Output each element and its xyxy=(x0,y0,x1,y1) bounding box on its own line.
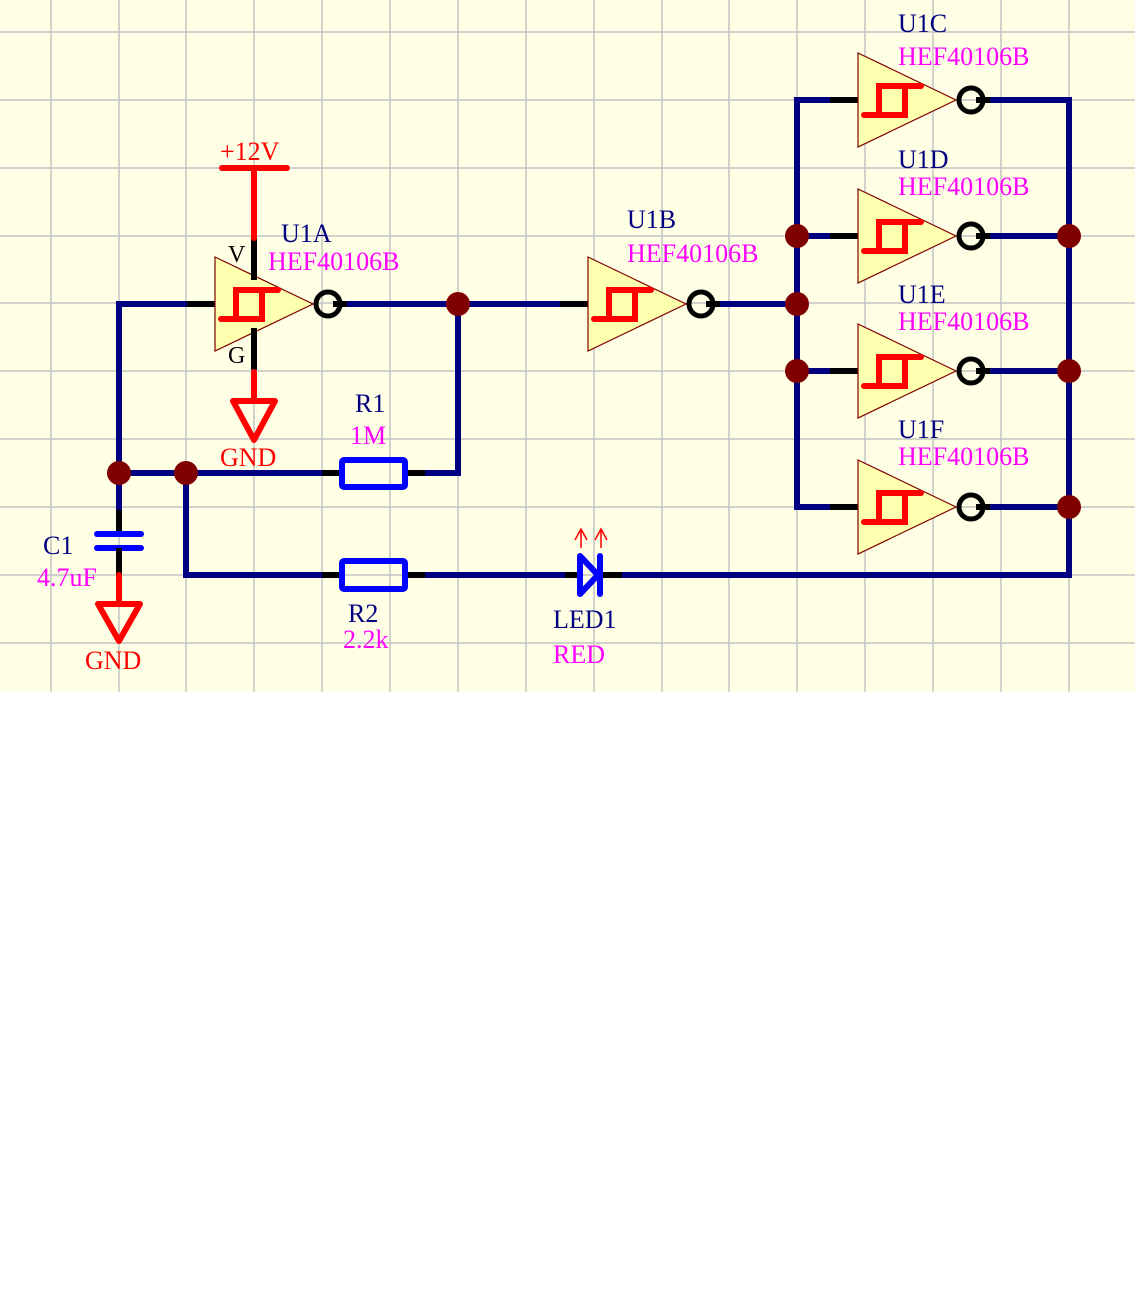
led-led1[interactable]: LED1 RED xyxy=(553,527,622,669)
junction-dot xyxy=(1057,359,1081,383)
power-port-12v[interactable]: +12V xyxy=(219,137,290,241)
led1-designator: LED1 xyxy=(553,605,617,634)
schmitt-trigger-icon xyxy=(218,287,281,322)
gate-part-number: HEF40106B xyxy=(898,307,1029,336)
c1-value: 4.7uF xyxy=(37,563,97,592)
junction-dot xyxy=(785,292,809,316)
wire-u1a-input xyxy=(116,301,196,476)
gate-designator: U1D xyxy=(898,145,949,174)
wire-r1-right xyxy=(422,301,461,476)
resistor-body xyxy=(339,457,408,490)
gate-designator: U1C xyxy=(898,9,947,38)
r1-designator: R1 xyxy=(355,389,385,418)
r2-value: 2.2k xyxy=(343,625,389,654)
schmitt-trigger-icon xyxy=(606,287,638,322)
grid xyxy=(0,0,1135,692)
inversion-bubble xyxy=(956,221,986,251)
schmitt-trigger-icon xyxy=(876,83,908,118)
gate-part-number: HEF40106B xyxy=(898,172,1029,201)
gate-part-number: HEF40106B xyxy=(627,239,758,268)
schmitt-trigger-icon xyxy=(861,354,924,389)
gate-part-number: HEF40106B xyxy=(898,442,1029,471)
inversion-bubble xyxy=(956,356,986,386)
light-emission-icon xyxy=(574,527,608,548)
gnd-port-u1a[interactable]: GND xyxy=(220,369,278,472)
resistor-r1[interactable]: R1 1M xyxy=(322,389,425,490)
schmitt-trigger-icon xyxy=(876,219,908,254)
junction-dot xyxy=(785,359,809,383)
capacitor-c1[interactable]: C1 4.7uF xyxy=(37,510,144,592)
wire-r2-left xyxy=(183,470,325,578)
gate-part-number: HEF40106B xyxy=(898,42,1029,71)
u1a-power-pins: V G xyxy=(228,238,257,370)
junctions xyxy=(107,224,1081,519)
inversion-bubble xyxy=(956,492,986,522)
gnd-label: GND xyxy=(220,443,276,472)
vcc-pin-label: V xyxy=(228,242,246,268)
junction-dot xyxy=(785,224,809,248)
inverter-u1b[interactable]: U1B HEF40106B xyxy=(560,205,758,352)
gnd-label: GND xyxy=(85,646,141,675)
inversion-bubble xyxy=(686,289,716,319)
junction-dot xyxy=(174,461,198,485)
junction-dot xyxy=(446,292,470,316)
schmitt-trigger-icon xyxy=(861,83,924,118)
power-port-label: +12V xyxy=(220,137,280,166)
diode-triangle xyxy=(577,553,601,597)
inversion-bubble xyxy=(313,289,343,319)
gate-designator: U1F xyxy=(898,415,944,444)
schmitt-trigger-icon xyxy=(233,287,265,322)
gate-designator: U1E xyxy=(898,280,946,309)
led1-value: RED xyxy=(553,640,605,669)
schmitt-trigger-icon xyxy=(861,490,924,525)
gate-designator: U1B xyxy=(627,205,676,234)
ground-icon xyxy=(95,601,143,644)
schmitt-trigger-icon xyxy=(876,490,908,525)
gnd-pin-label: G xyxy=(228,343,245,369)
ground-icon xyxy=(230,398,278,443)
resistor-r2[interactable]: R2 2.2k xyxy=(322,558,425,654)
c1-designator: C1 xyxy=(43,531,73,560)
wire-output-bus xyxy=(609,97,1072,578)
r1-value: 1M xyxy=(350,421,386,450)
junction-dot xyxy=(1057,495,1081,519)
gnd-port-c1[interactable]: GND xyxy=(85,572,143,675)
schmitt-trigger-icon xyxy=(861,219,924,254)
inverter-u1c[interactable]: U1C HEF40106B xyxy=(830,9,1029,148)
junction-dot xyxy=(1057,224,1081,248)
inversion-bubble xyxy=(956,85,986,115)
gates: U1AHEF40106BU1BHEF40106BU1CHEF40106BU1DH… xyxy=(187,9,1029,555)
r2-designator: R2 xyxy=(348,599,378,628)
schmitt-trigger-icon xyxy=(876,354,908,389)
schematic-canvas: U1AHEF40106BU1BHEF40106BU1CHEF40106BU1DH… xyxy=(0,0,1135,692)
resistor-body xyxy=(339,558,408,592)
gate-designator: U1A xyxy=(281,219,332,248)
schmitt-trigger-icon xyxy=(591,287,654,322)
junction-dot xyxy=(107,461,131,485)
gate-part-number: HEF40106B xyxy=(268,247,399,276)
